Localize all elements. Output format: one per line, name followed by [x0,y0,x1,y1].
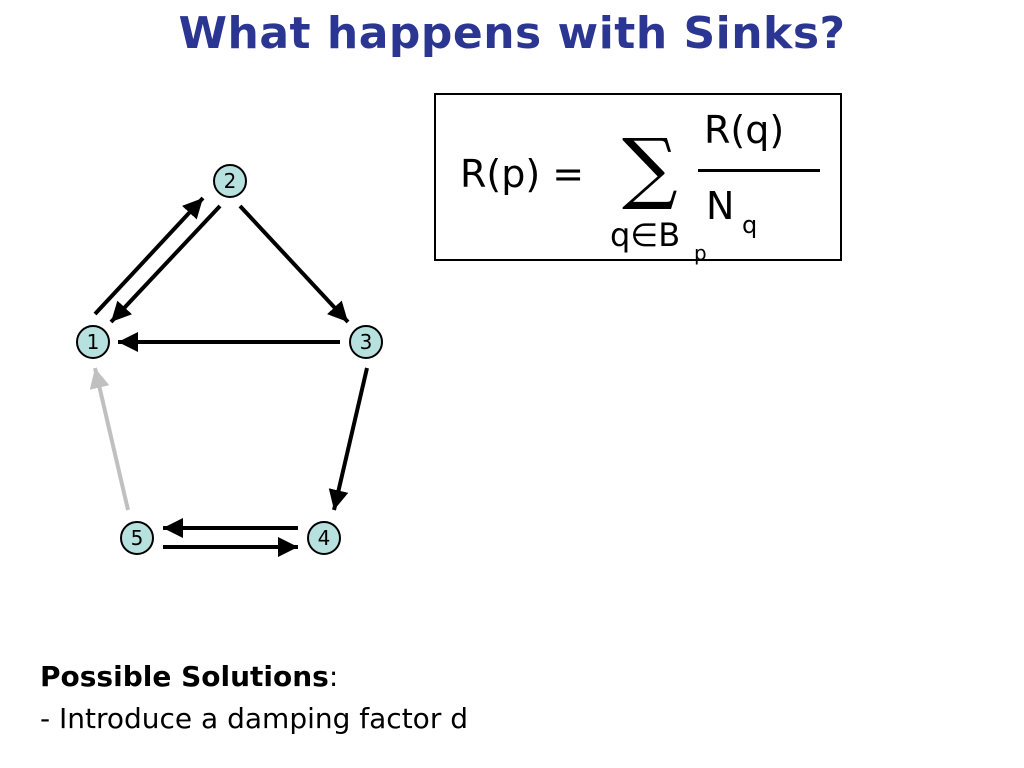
node-label: 3 [360,330,373,354]
formula-numerator: R(q) [704,108,785,152]
edge-5-to-1 [89,367,130,511]
summation-index-subscript: p [694,241,707,265]
node-circle [120,521,154,555]
summation-index: q∈B [610,216,681,254]
solutions-colon: : [328,660,339,693]
solutions-section: Possible Solutions: - Introduce a dampin… [40,656,468,740]
formula-denominator-subscript: q [742,211,758,239]
node-label: 2 [224,169,237,193]
solutions-heading-line: Possible Solutions: [40,656,468,698]
node-label: 1 [87,330,100,354]
node-label: 4 [318,526,331,550]
formula-denominator: N [706,184,735,228]
node-circle [76,325,110,359]
node-circle [349,325,383,359]
solution-item: - Introduce a damping factor d [40,702,468,735]
edge-2-to-1 [109,204,222,324]
solutions-heading: Possible Solutions [40,660,329,693]
formula-lhs: R(p) = [460,152,585,196]
node-3: 3 [349,325,383,359]
node-label: 5 [131,526,144,550]
fraction-bar [698,169,820,172]
node-circle [213,164,247,198]
pagerank-formula: R(p) = ∑ R(q) N q q∈B p [434,93,842,265]
summation-symbol: ∑ [622,123,678,213]
node-2: 2 [213,164,247,198]
node-1: 1 [76,325,110,359]
edge-2-to-3 [238,204,350,324]
edge-1-to-2 [93,196,205,316]
node-5: 5 [120,521,154,555]
node-circle [307,521,341,555]
slide-title: What happens with Sinks? [178,8,846,59]
node-4: 4 [307,521,341,555]
edge-3-to-4 [328,367,369,511]
